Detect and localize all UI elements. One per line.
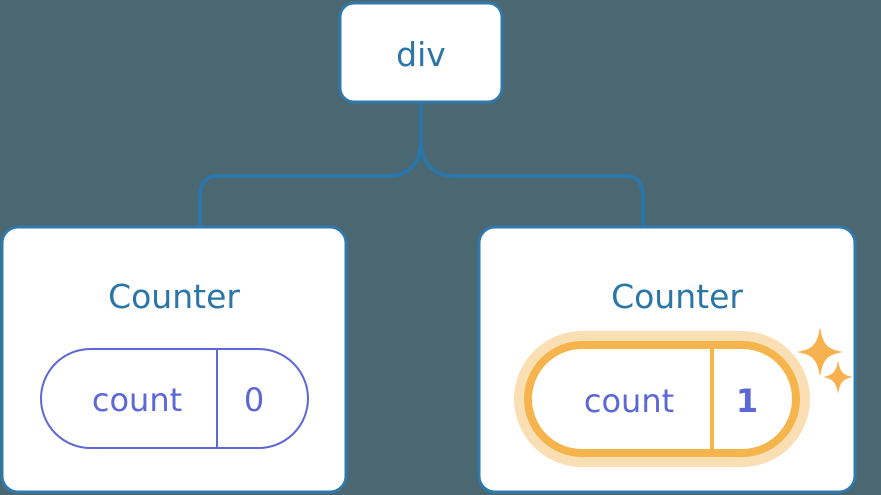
node-counter-left[interactable]: Counter count 0 bbox=[0, 225, 348, 494]
counter-left-state-key: count bbox=[92, 381, 182, 419]
node-div-card[interactable] bbox=[338, 1, 504, 104]
sparkle-small-icon bbox=[823, 360, 853, 394]
counter-left-state-pill[interactable]: count 0 bbox=[40, 348, 309, 449]
counter-right-pill-outline bbox=[524, 341, 800, 457]
counter-right-state-pill[interactable]: count 1 bbox=[514, 331, 810, 467]
counter-left-state-value: 0 bbox=[244, 381, 264, 419]
counter-right-state-key: count bbox=[584, 382, 674, 420]
node-div-label: div bbox=[396, 35, 446, 74]
node-div[interactable]: div bbox=[338, 1, 504, 104]
node-counter-right[interactable]: Counter count 1 bbox=[477, 225, 857, 494]
counter-left-card[interactable] bbox=[0, 225, 348, 494]
edge-to-counter-left bbox=[198, 138, 423, 229]
sparkle-large-icon bbox=[797, 327, 843, 377]
counter-right-pill-glow bbox=[514, 331, 810, 467]
counter-right-title: Counter bbox=[611, 277, 743, 316]
sparkle-group bbox=[797, 327, 853, 394]
counter-right-state-value: 1 bbox=[736, 382, 758, 420]
counter-left-title: Counter bbox=[108, 277, 240, 316]
edge-to-counter-right bbox=[419, 138, 645, 229]
counter-left-pill-outline bbox=[40, 348, 309, 449]
